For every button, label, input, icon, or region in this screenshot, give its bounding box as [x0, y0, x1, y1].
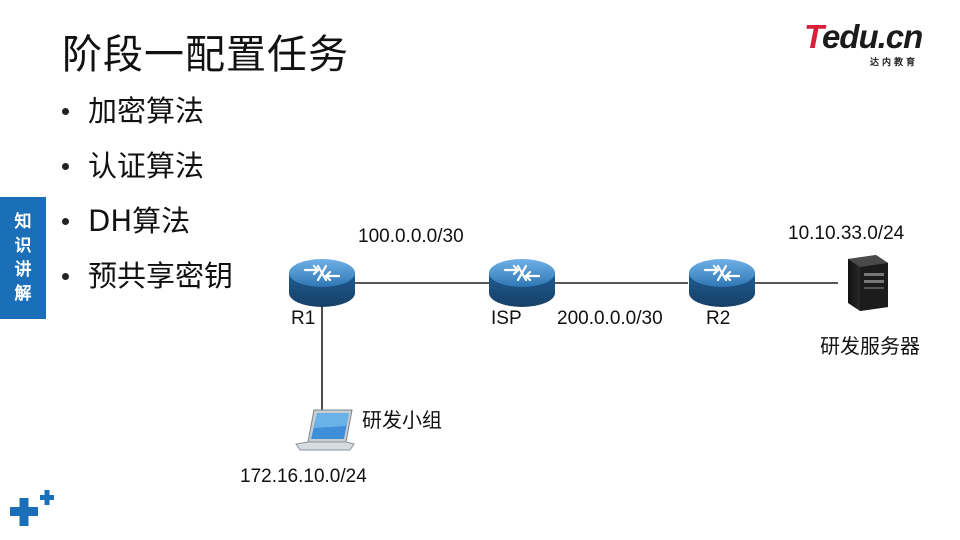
side-tab-char: 识 — [14, 236, 32, 256]
subnet-label-laptop: 172.16.10.0/24 — [240, 466, 367, 487]
bullet-item: DH算法 — [62, 198, 233, 253]
device-label-r2: R2 — [706, 308, 731, 329]
laptop-icon[interactable] — [295, 409, 355, 451]
bullet-item: 预共享密钥 — [62, 253, 233, 308]
device-label-laptop: 研发小组 — [362, 408, 442, 432]
side-tab-char: 解 — [14, 284, 32, 304]
plus-decoration-icon — [10, 490, 54, 526]
bullet-item: 加密算法 — [62, 88, 233, 143]
side-tab-char: 讲 — [14, 260, 32, 280]
bullet-item: 认证算法 — [62, 143, 233, 198]
logo-wordmark-rest: edu.cn — [821, 18, 923, 55]
subnet-label-isp-r2: 200.0.0.0/30 — [557, 308, 663, 329]
slide-title: 阶段一配置任务 — [62, 32, 349, 78]
side-tab[interactable]: 知 识 讲 解 — [0, 197, 46, 319]
router-r1-icon[interactable] — [287, 257, 357, 309]
subnet-label-r1-isp: 100.0.0.0/30 — [358, 226, 464, 247]
device-label-server: 研发服务器 — [820, 334, 920, 358]
subnet-label-server: 10.10.33.0/24 — [788, 223, 905, 244]
router-r2-icon[interactable] — [687, 257, 757, 309]
logo-subtext: 达内教育 — [870, 58, 919, 68]
router-isp-icon[interactable] — [487, 257, 557, 309]
bullet-list: 加密算法 认证算法 DH算法 预共享密钥 — [62, 88, 233, 308]
device-label-isp: ISP — [491, 308, 522, 329]
tedu-logo: Tedu.cn 达内教育 — [800, 18, 940, 68]
side-tab-char: 知 — [14, 212, 32, 232]
logo-wordmark: Tedu.cn — [804, 18, 923, 55]
server-icon[interactable] — [848, 255, 888, 311]
device-label-r1: R1 — [291, 308, 316, 329]
